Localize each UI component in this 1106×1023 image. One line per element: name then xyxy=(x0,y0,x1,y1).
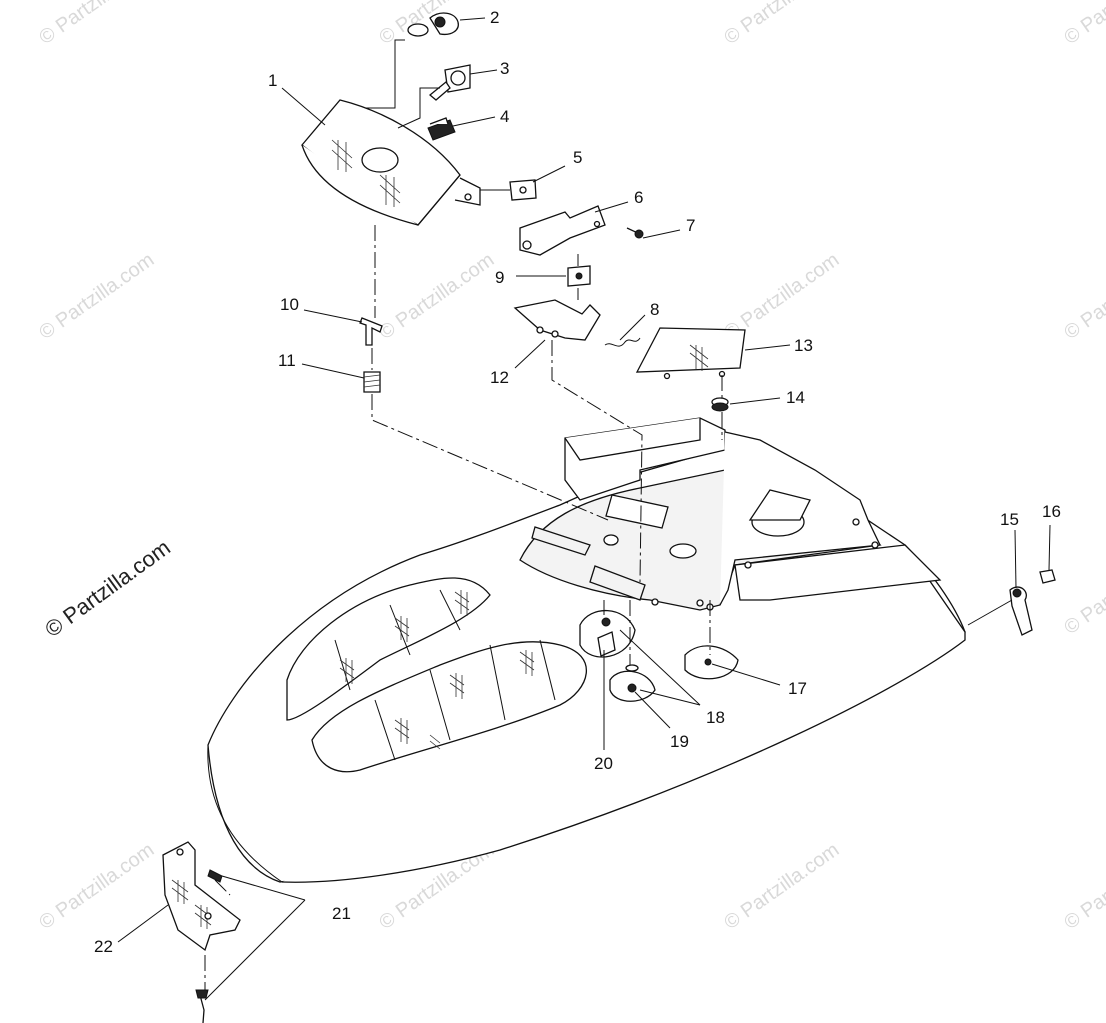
watermark-tile: © Partzilla.com xyxy=(1060,839,1106,934)
callout-19: 19 xyxy=(670,732,689,751)
part-4-connector xyxy=(427,117,456,141)
callout-2: 2 xyxy=(490,8,499,27)
watermark-tile: © Partzilla.com xyxy=(375,249,498,344)
callout-12: 12 xyxy=(490,368,509,387)
callout-9: 9 xyxy=(495,268,504,287)
callout-14: 14 xyxy=(786,388,805,407)
callout-22: 22 xyxy=(94,937,113,956)
part-14-grommet xyxy=(711,397,729,412)
callout-8: 8 xyxy=(650,300,659,319)
callout-6: 6 xyxy=(634,188,643,207)
watermark-tile: © Partzilla.com xyxy=(720,0,843,49)
part-15-latch xyxy=(1009,586,1033,636)
callout-3: 3 xyxy=(500,59,509,78)
part-10-pin xyxy=(359,317,383,346)
part-5-plate xyxy=(509,179,537,201)
part-17-fastener xyxy=(684,645,739,680)
watermark-tile: © Partzilla.com xyxy=(1060,544,1106,639)
callout-5: 5 xyxy=(573,148,582,167)
watermark-tile: © Partzilla.com xyxy=(35,249,158,344)
callout-20: 20 xyxy=(594,754,613,773)
part-21-screws xyxy=(195,869,223,1023)
callout-18: 18 xyxy=(706,708,725,727)
leader-lines xyxy=(117,17,1051,1001)
callout-13: 13 xyxy=(794,336,813,355)
watermark-tile: © Partzilla.com xyxy=(35,0,158,49)
watermark-main: © Partzilla.com xyxy=(40,535,175,642)
part-7-screw xyxy=(626,227,644,239)
hood xyxy=(207,417,966,883)
part-13-lens xyxy=(635,327,746,380)
part-9-nut-plate xyxy=(567,265,591,287)
callout-1: 1 xyxy=(268,71,277,90)
watermark-tile: © Partzilla.com xyxy=(720,839,843,934)
part-16-bolt xyxy=(1039,569,1056,584)
part-1-headlight-housing xyxy=(301,99,481,226)
part-6-bracket xyxy=(519,205,606,256)
part-2-bulb xyxy=(407,12,459,37)
part-19-washer xyxy=(609,664,656,702)
callout-15: 15 xyxy=(1000,510,1019,529)
watermark-tile: © Partzilla.com xyxy=(35,839,158,934)
part-11-spring xyxy=(363,371,381,393)
watermark-tile: © Partzilla.com xyxy=(1060,249,1106,344)
callout-4: 4 xyxy=(500,107,509,126)
callout-10: 10 xyxy=(280,295,299,314)
callout-7: 7 xyxy=(686,216,695,235)
callout-11: 11 xyxy=(278,351,296,370)
callout-16: 16 xyxy=(1042,502,1061,521)
part-20-knob xyxy=(579,609,636,658)
part-22-rear-light xyxy=(162,841,241,952)
callout-21: 21 xyxy=(332,904,351,923)
watermark-tile: © Partzilla.com xyxy=(1060,0,1106,49)
part-12-bracket xyxy=(513,299,601,341)
part-3-bulb-socket xyxy=(428,64,471,101)
callout-labels: 1 2 3 4 5 6 7 8 9 10 11 12 13 14 15 16 1… xyxy=(94,8,1061,956)
part-8-spring-clip xyxy=(604,337,641,347)
assembly-lines xyxy=(204,225,723,990)
callout-17: 17 xyxy=(788,679,807,698)
